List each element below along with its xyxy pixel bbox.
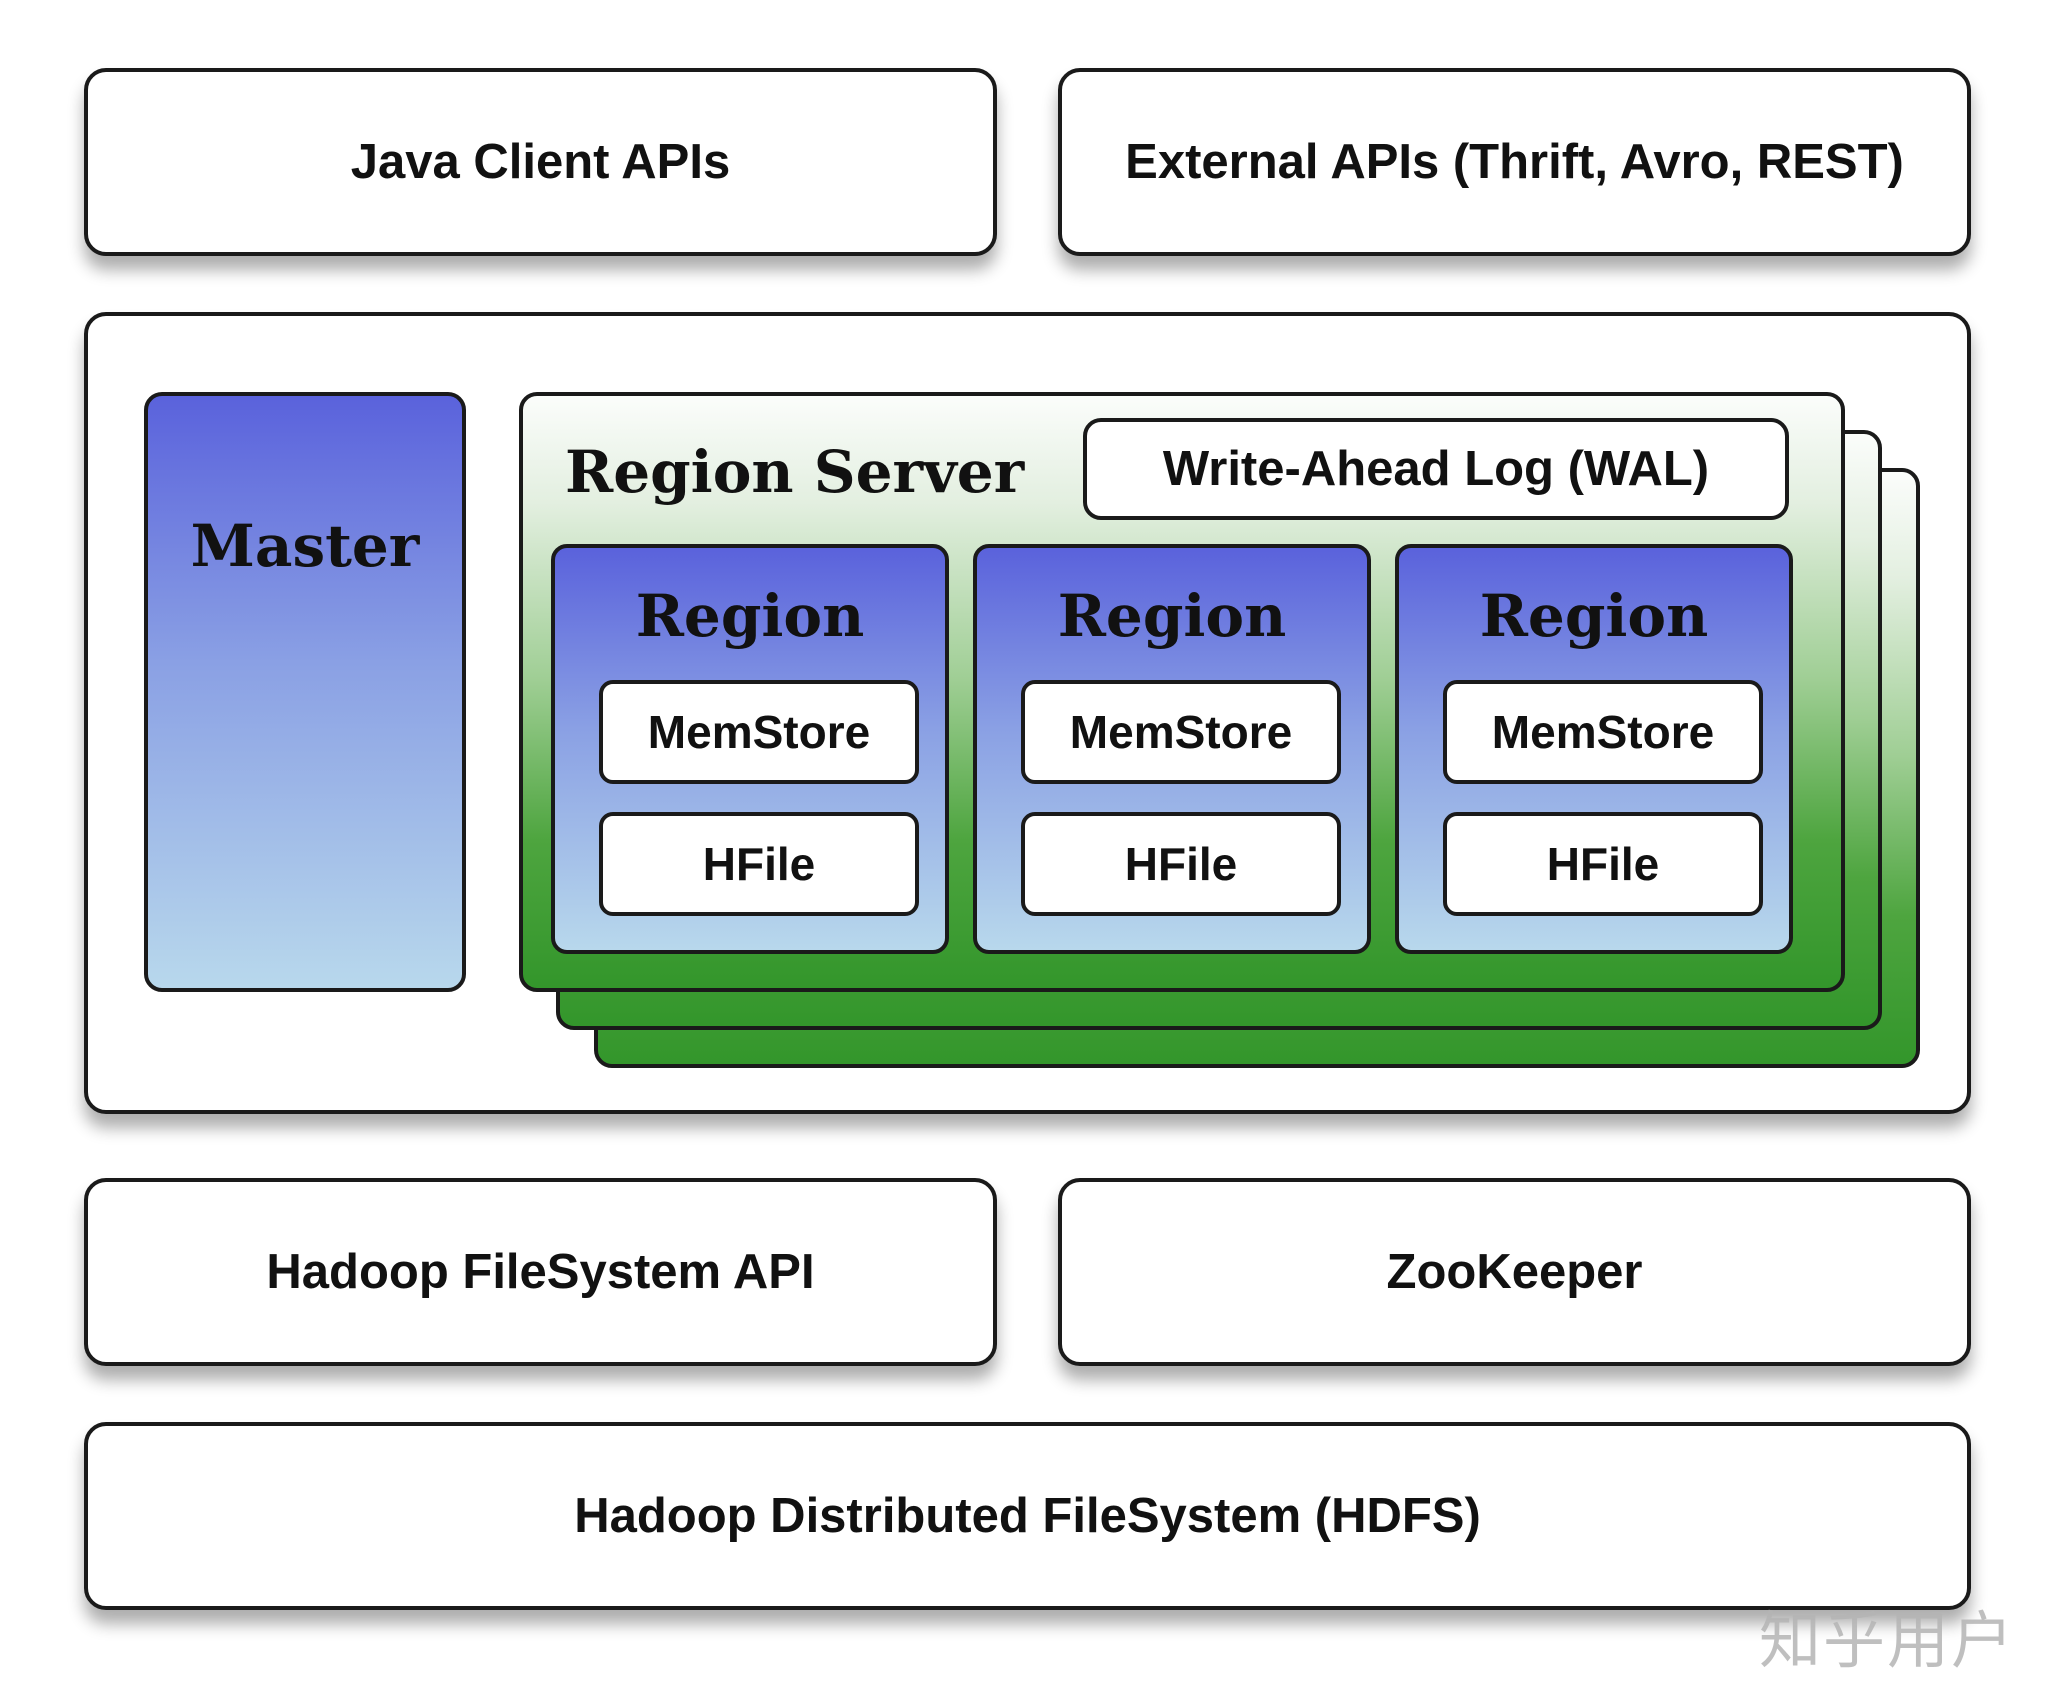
zookeeper-box: ZooKeeper (1058, 1178, 1971, 1366)
watermark-text: 知乎用户 (1758, 1604, 2015, 1677)
master-label: Master (190, 512, 420, 580)
hdfs-label: Hadoop Distributed FileSystem (HDFS) (574, 1489, 1481, 1543)
region-box-2: Region MemStore HFile (973, 544, 1371, 954)
hfile-box-1: HFile (599, 812, 919, 916)
hbase-core-container: Master Region Server Write-Ahead Log (WA… (84, 312, 1971, 1114)
master-box: Master (144, 392, 466, 992)
java-client-apis-box: Java Client APIs (84, 68, 997, 256)
hdfs-box: Hadoop Distributed FileSystem (HDFS) (84, 1422, 1971, 1610)
region-server-box: Region Server Write-Ahead Log (WAL) Regi… (519, 392, 1845, 992)
memstore-box-2: MemStore (1021, 680, 1341, 784)
hfile-box-3: HFile (1443, 812, 1763, 916)
zookeeper-label: ZooKeeper (1386, 1245, 1643, 1299)
memstore-box-1: MemStore (599, 680, 919, 784)
region-server-label: Region Server (565, 438, 1025, 506)
hadoop-filesystem-api-label: Hadoop FileSystem API (266, 1245, 815, 1299)
external-apis-box: External APIs (Thrift, Avro, REST) (1058, 68, 1971, 256)
wal-box: Write-Ahead Log (WAL) (1083, 418, 1789, 520)
region-box-1: Region MemStore HFile (551, 544, 949, 954)
wal-label: Write-Ahead Log (WAL) (1162, 442, 1710, 496)
region-title-3: Region (1479, 582, 1709, 650)
java-client-apis-label: Java Client APIs (350, 135, 731, 189)
hadoop-filesystem-api-box: Hadoop FileSystem API (84, 1178, 997, 1366)
region-box-3: Region MemStore HFile (1395, 544, 1793, 954)
memstore-box-3: MemStore (1443, 680, 1763, 784)
external-apis-label: External APIs (Thrift, Avro, REST) (1125, 135, 1904, 189)
region-title-2: Region (1057, 582, 1287, 650)
hfile-box-2: HFile (1021, 812, 1341, 916)
region-title-1: Region (635, 582, 865, 650)
